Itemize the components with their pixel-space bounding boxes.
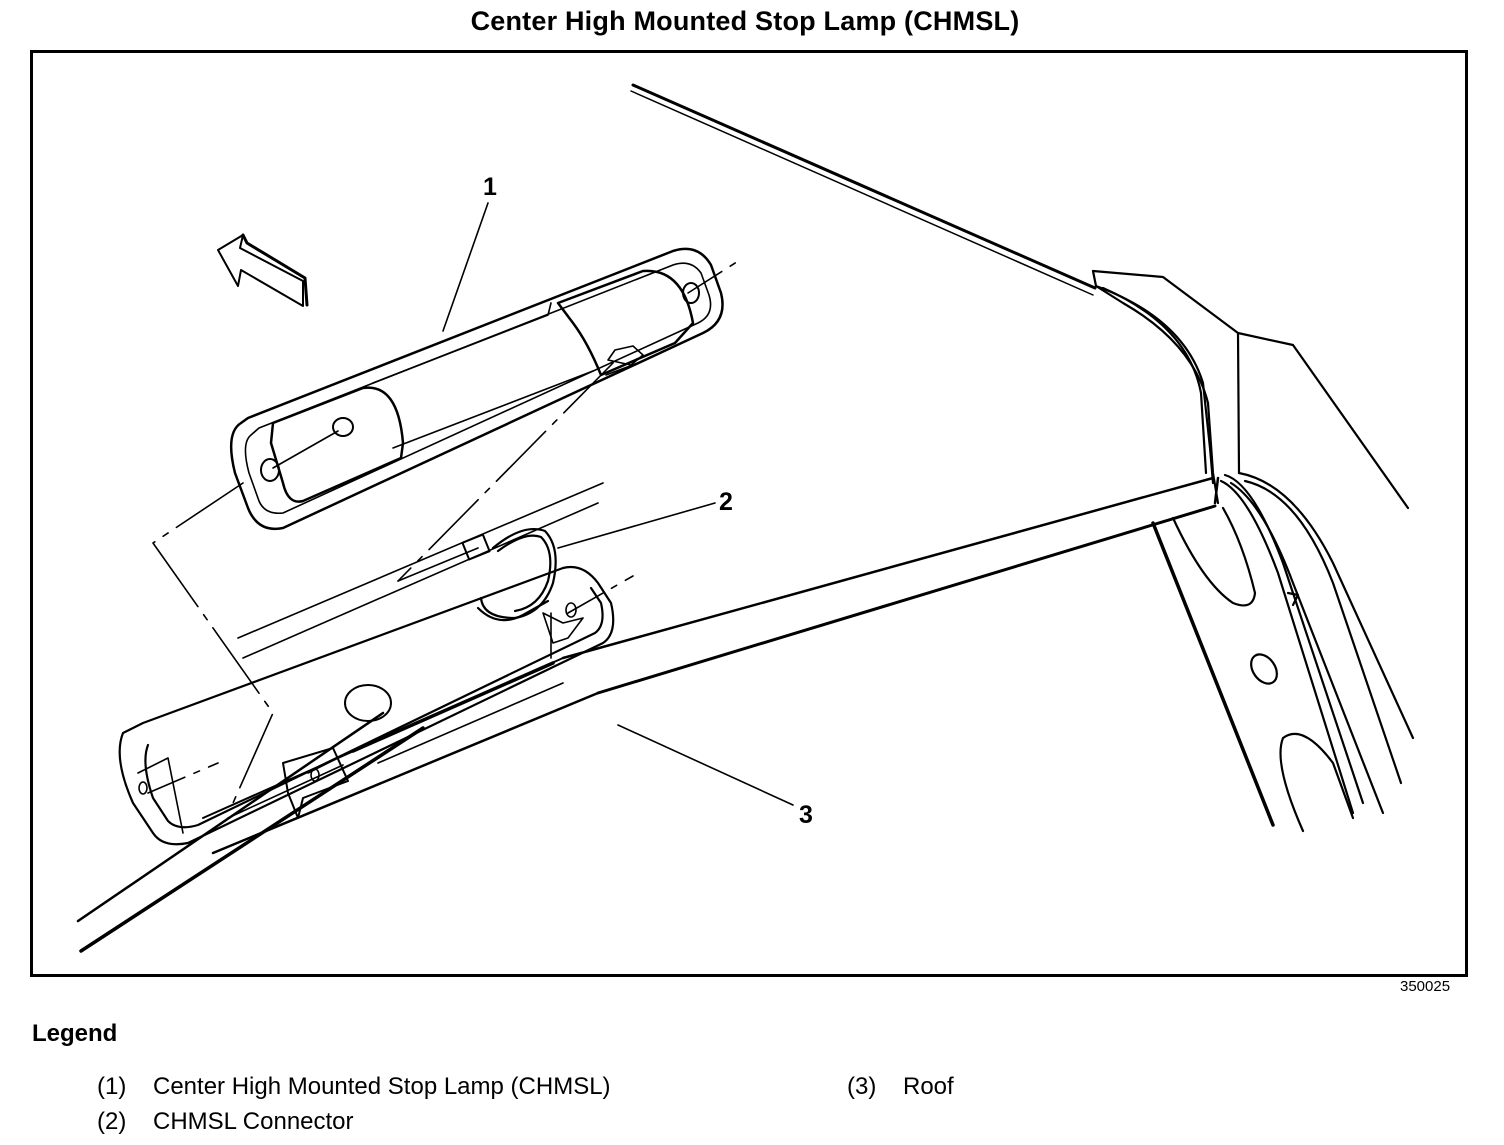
stop-lamp-assembly <box>229 247 724 531</box>
legend-item-2: (2) CHMSL Connector <box>97 1108 354 1136</box>
front-direction-arrow-icon <box>217 233 309 307</box>
chmsl-illustration: 1 2 3 <box>76 83 1415 953</box>
callout-2: 2 <box>719 488 733 516</box>
legend-item-label: Roof <box>903 1073 954 1100</box>
diagram-title: Center High Mounted Stop Lamp (CHMSL) <box>470 6 1020 36</box>
callout-3: 3 <box>799 801 813 829</box>
legend-item-label: Center High Mounted Stop Lamp (CHMSL) <box>153 1073 611 1100</box>
legend-title: Legend <box>32 1020 118 1047</box>
figure-number: 350025 <box>1400 978 1451 995</box>
legend-item-number: (2) <box>97 1108 127 1135</box>
legend-item-number: (1) <box>97 1073 127 1100</box>
leader-lines <box>147 202 794 806</box>
roof-lamp-recess <box>118 482 615 846</box>
legend-item-3: (3) Roof <box>847 1073 954 1101</box>
roof-rail <box>76 476 1220 953</box>
legend-item-label: CHMSL Connector <box>153 1108 354 1135</box>
roof-top-edge <box>630 83 1097 296</box>
connector-harness <box>461 527 557 620</box>
legend-item-1: (1) Center High Mounted Stop Lamp (CHMSL) <box>97 1073 611 1101</box>
legend-item-number: (3) <box>847 1073 877 1100</box>
illustration-frame: 1 2 3 <box>30 50 1468 977</box>
callout-1: 1 <box>483 173 497 201</box>
roof-pillar <box>1091 269 1415 833</box>
